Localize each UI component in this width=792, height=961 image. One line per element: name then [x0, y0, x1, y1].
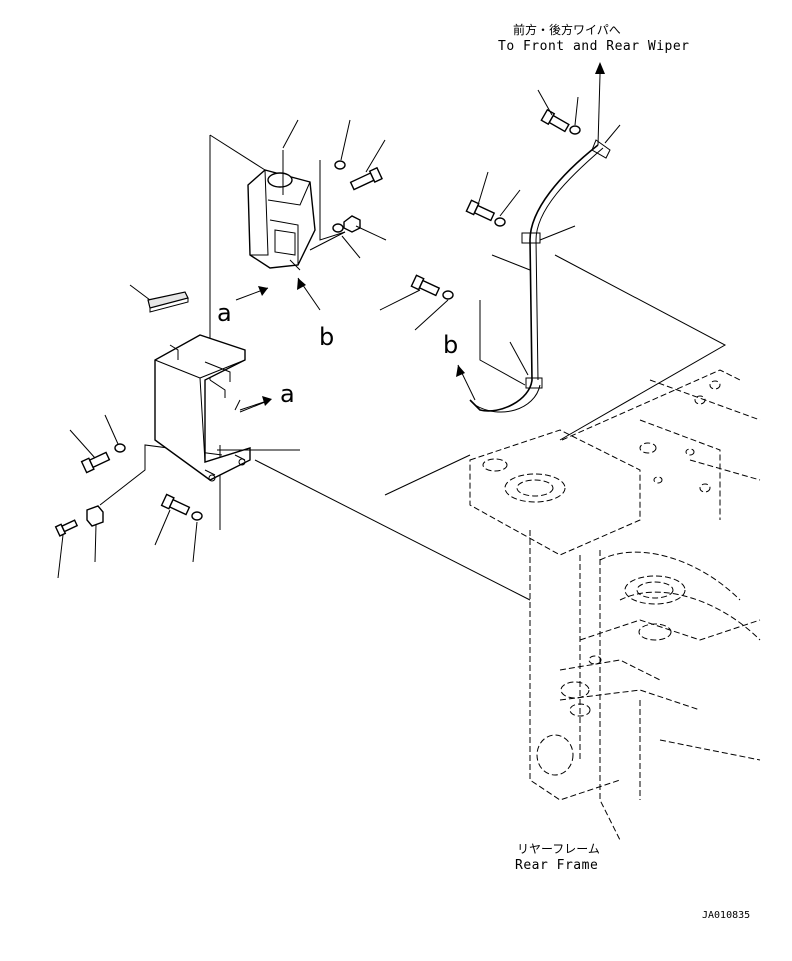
view-letter-a-lower: a	[280, 380, 295, 408]
callout-leaders	[57, 89, 621, 579]
view-letter-a-upper: a	[217, 299, 232, 327]
fasteners	[54, 108, 581, 537]
frame-annotation-jp: リヤーフレーム	[517, 842, 600, 856]
wiper-annotation-jp: 前方・後方ワイパへ	[513, 23, 621, 37]
washer-hose	[469, 74, 611, 413]
view-letter-b-lower: b	[443, 331, 459, 359]
frame-annotation-en: Rear Frame	[515, 858, 599, 873]
rubber-strip	[147, 291, 189, 313]
rear-frame	[469, 369, 761, 841]
wiper-annotation-en: To Front and Rear Wiper	[498, 39, 690, 54]
washer-tank	[247, 150, 316, 271]
drawing-code: JA010835	[702, 910, 751, 921]
tank-bracket	[154, 334, 251, 482]
arrows	[235, 62, 605, 413]
view-letter-b-upper: b	[319, 323, 335, 351]
